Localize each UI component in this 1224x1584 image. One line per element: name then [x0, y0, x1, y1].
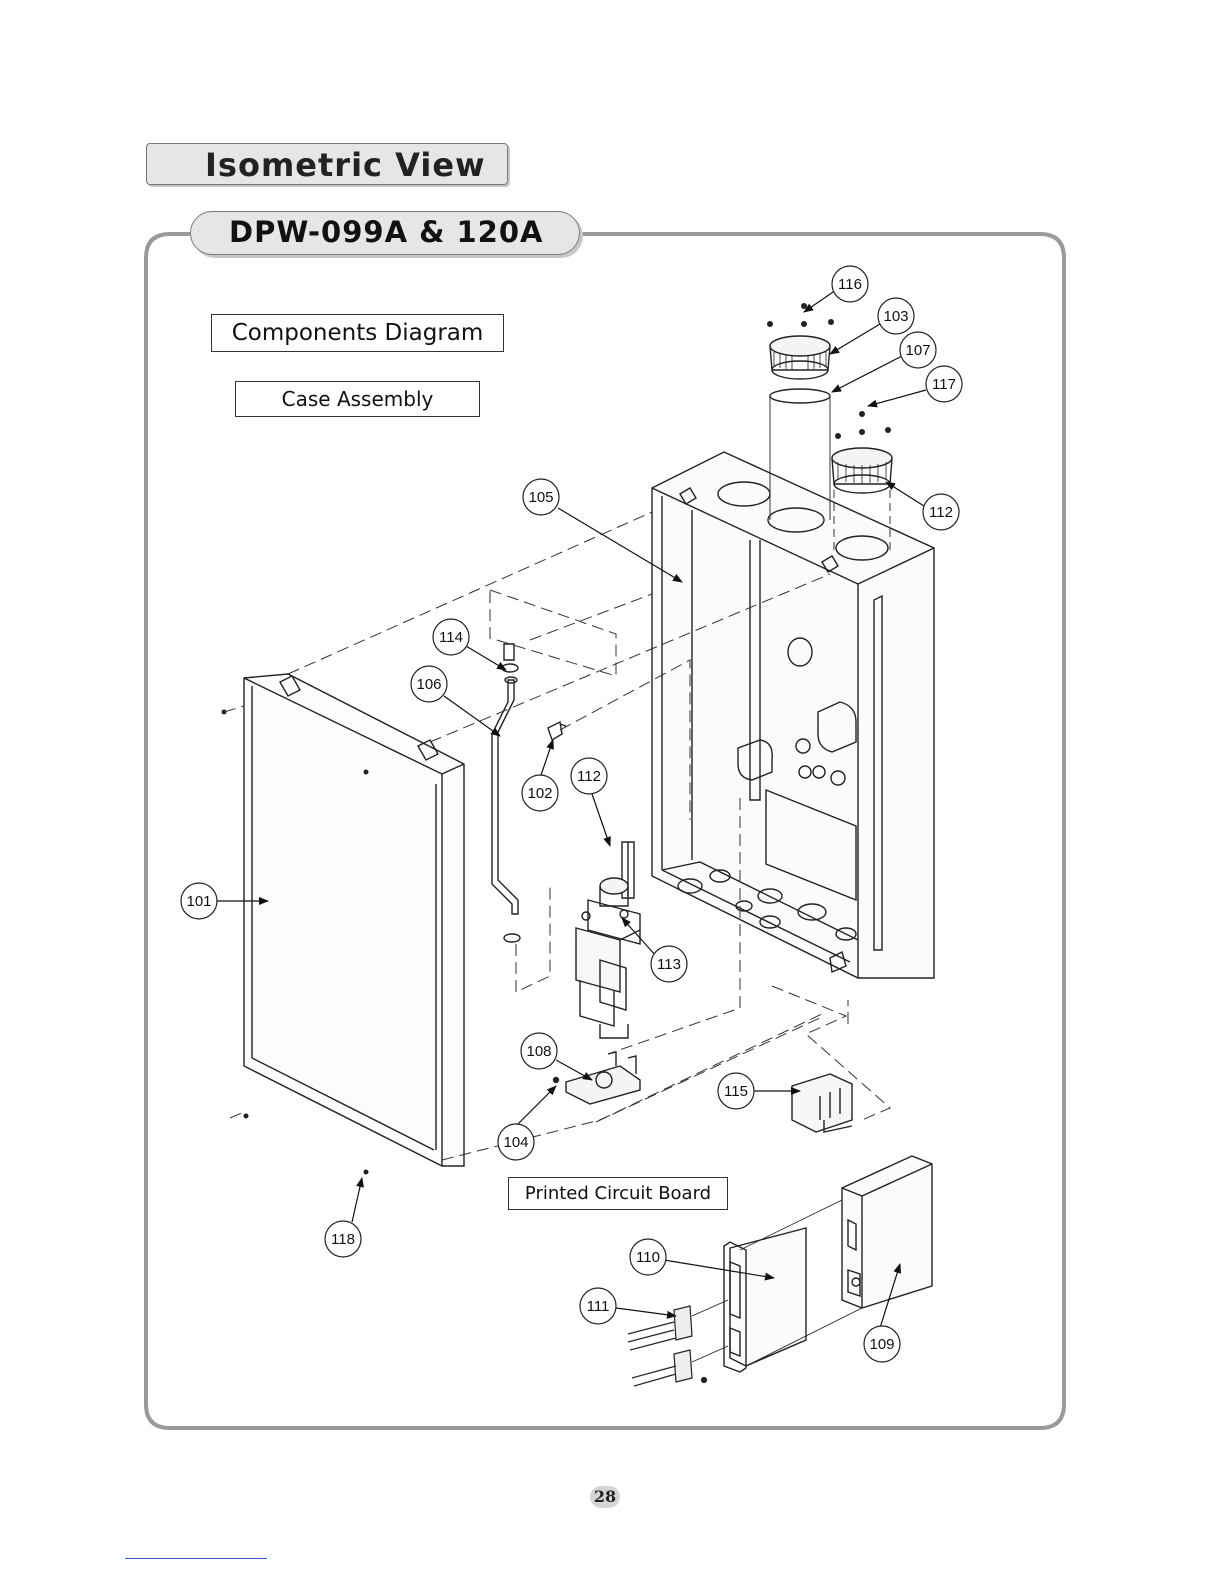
callout-label: 108	[526, 1043, 551, 1060]
callout-label: 104	[503, 1134, 528, 1151]
callout-label: 105	[528, 489, 553, 506]
callout-114: 114	[433, 619, 469, 655]
callout-101: 101	[181, 883, 217, 919]
callout-label: 118	[331, 1231, 355, 1248]
callout-label: 112	[929, 504, 953, 521]
callout-label: 111	[587, 1298, 610, 1315]
pressure-sensor	[548, 722, 566, 740]
pcb-housing	[842, 1156, 932, 1308]
callout-111: 111	[580, 1288, 616, 1324]
switch-bracket	[554, 1052, 641, 1104]
callout-116: 116	[832, 266, 868, 302]
callout-112-case: 112	[923, 494, 959, 530]
model-title: DPW-099A & 120A	[229, 215, 544, 249]
callout-label: 106	[416, 676, 441, 693]
callout-105: 105	[523, 479, 559, 515]
callout-label: 110	[636, 1249, 660, 1266]
case-housing	[652, 452, 934, 978]
callout-label: 114	[439, 629, 463, 646]
drain-hose	[492, 644, 520, 942]
callout-102: 102	[522, 775, 558, 811]
callout-label: 103	[883, 308, 908, 325]
callout-label: 101	[186, 893, 211, 910]
callout-104: 104	[498, 1124, 534, 1160]
page-number: 28	[590, 1486, 620, 1508]
footer-rule	[125, 1558, 267, 1559]
callout-label: 102	[527, 785, 552, 802]
callout-label: 107	[905, 342, 930, 359]
case-assembly-label: Case Assembly	[235, 381, 480, 417]
components-diagram-label: Components Diagram	[211, 314, 504, 352]
callout-label: 112	[577, 768, 601, 785]
callout-110: 110	[630, 1239, 666, 1275]
terminal-block	[792, 1074, 852, 1132]
callout-109: 109	[864, 1326, 900, 1362]
callout-106: 106	[411, 666, 447, 702]
pcb-label: Printed Circuit Board	[508, 1177, 728, 1210]
callout-107: 107	[900, 332, 936, 368]
model-title-tab: DPW-099A & 120A	[190, 211, 580, 255]
callout-115: 115	[718, 1073, 754, 1109]
callout-label: 109	[869, 1336, 894, 1353]
callout-113: 113	[651, 946, 687, 982]
callout-label: 115	[724, 1083, 748, 1100]
callout-112-valve: 112	[571, 758, 607, 794]
flow-valve-assembly	[576, 842, 640, 1038]
pcb-board	[724, 1228, 806, 1372]
callout-label: 117	[932, 376, 956, 393]
callout-103: 103	[878, 298, 914, 334]
callout-118: 118	[325, 1221, 361, 1257]
front-cover	[244, 674, 464, 1166]
callout-label: 113	[657, 956, 681, 973]
callout-108: 108	[521, 1033, 557, 1069]
callout-117: 117	[926, 366, 962, 402]
callout-label: 116	[838, 276, 862, 293]
